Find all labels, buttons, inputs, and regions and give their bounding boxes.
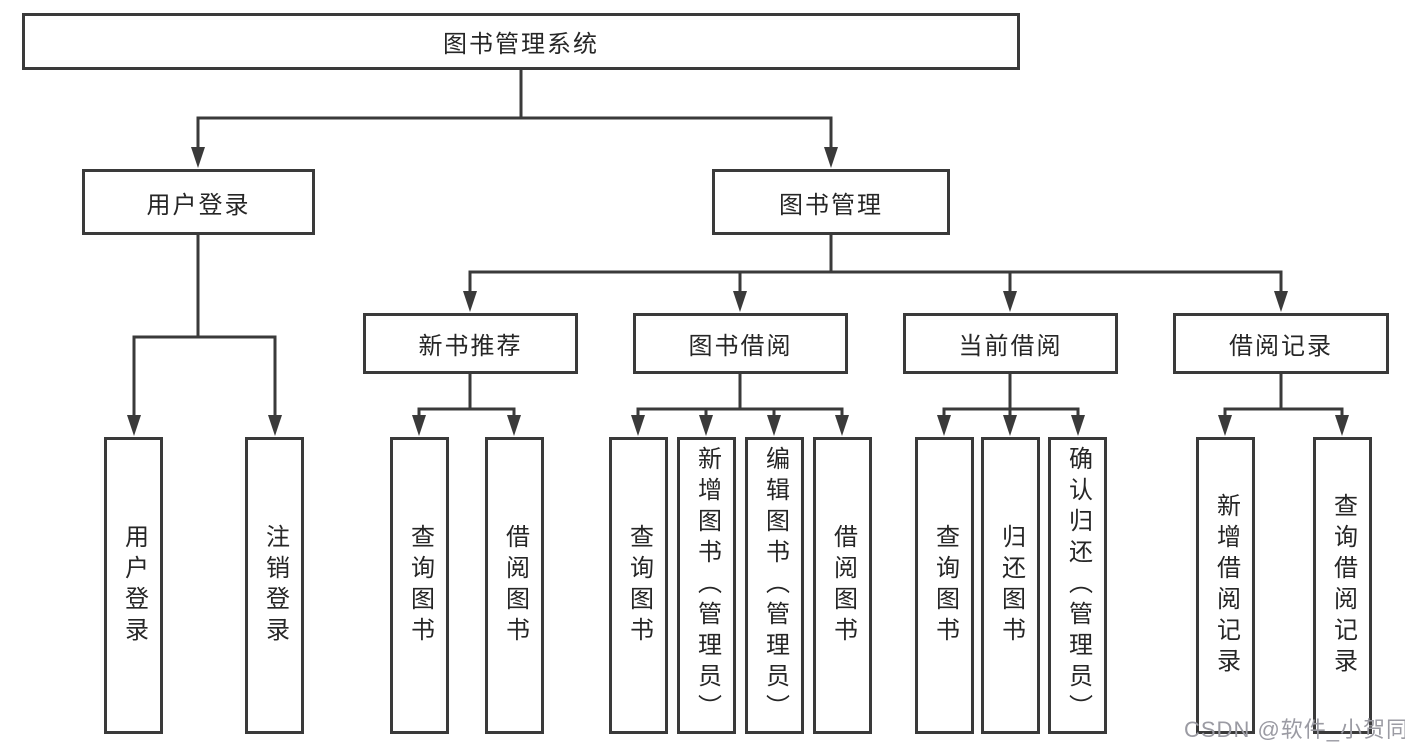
node-borrow-records-label: 借阅记录 <box>1229 333 1333 360</box>
leaf-records-query-record: 查询借阅记录 <box>1313 437 1372 734</box>
leaf-borrow-query-books: 查询图书 <box>609 437 668 734</box>
leaf-newbook-query-books: 查询图书 <box>390 437 449 734</box>
node-new-book-rec: 新书推荐 <box>363 313 578 374</box>
edge-book-mgmt <box>468 234 1283 294</box>
leaf-logout-label: 注销登录 <box>261 523 289 648</box>
leaf-borrow-borrow-books: 借阅图书 <box>813 437 872 734</box>
node-root-label: 图书管理系统 <box>443 31 599 58</box>
leaf-borrow-edit-books-admin-label: 编辑图书（管理员） <box>761 446 789 725</box>
edge-new-book <box>417 373 516 417</box>
leaf-current-return-books: 归还图书 <box>981 437 1040 734</box>
node-user-login-label: 用户登录 <box>146 191 251 219</box>
leaf-newbook-borrow-books-label: 借阅图书 <box>501 523 529 648</box>
edge-user-login <box>132 234 277 417</box>
leaf-current-return-books-label: 归还图书 <box>997 523 1025 648</box>
leaf-current-query-books: 查询图书 <box>915 437 974 734</box>
watermark: CSDN @软件_小贺同学 <box>1184 717 1405 742</box>
node-current-borrow: 当前借阅 <box>903 313 1118 374</box>
node-book-mgmt: 图书管理 <box>712 169 950 235</box>
node-root: 图书管理系统 <box>22 13 1020 70</box>
edge-records <box>1223 373 1344 417</box>
leaf-borrow-edit-books-admin: 编辑图书（管理员） <box>745 437 804 734</box>
node-book-borrow: 图书借阅 <box>633 313 848 374</box>
edge-borrow <box>636 373 844 417</box>
node-current-borrow-label: 当前借阅 <box>958 333 1063 360</box>
leaf-borrow-borrow-books-label: 借阅图书 <box>829 523 857 648</box>
leaf-current-confirm-return-admin-label: 确认归还（管理员） <box>1064 446 1092 725</box>
leaf-newbook-borrow-books: 借阅图书 <box>485 437 544 734</box>
node-book-mgmt-label: 图书管理 <box>779 191 883 219</box>
edge-current <box>942 373 1080 417</box>
leaf-current-query-books-label: 查询图书 <box>931 523 959 648</box>
leaf-records-add-record: 新增借阅记录 <box>1196 437 1255 734</box>
leaf-current-confirm-return-admin: 确认归还（管理员） <box>1048 437 1107 734</box>
node-user-login: 用户登录 <box>82 169 315 235</box>
leaf-borrow-add-books-admin: 新增图书（管理员） <box>677 437 736 734</box>
node-book-borrow-label: 图书借阅 <box>688 333 793 360</box>
leaf-records-query-record-label: 查询借阅记录 <box>1329 492 1357 679</box>
node-borrow-records: 借阅记录 <box>1173 313 1389 374</box>
leaf-user-login-label: 用户登录 <box>120 523 148 648</box>
node-new-book-rec-label: 新书推荐 <box>418 333 523 360</box>
arrowheads <box>127 147 1349 436</box>
leaf-borrow-query-books-label: 查询图书 <box>625 523 653 648</box>
leaf-newbook-query-books-label: 查询图书 <box>406 523 434 648</box>
leaf-borrow-add-books-admin-label: 新增图书（管理员） <box>693 446 721 725</box>
leaf-logout: 注销登录 <box>245 437 304 734</box>
leaf-records-add-record-label: 新增借阅记录 <box>1212 492 1240 679</box>
leaf-user-login: 用户登录 <box>104 437 163 734</box>
edge-root <box>196 69 833 150</box>
